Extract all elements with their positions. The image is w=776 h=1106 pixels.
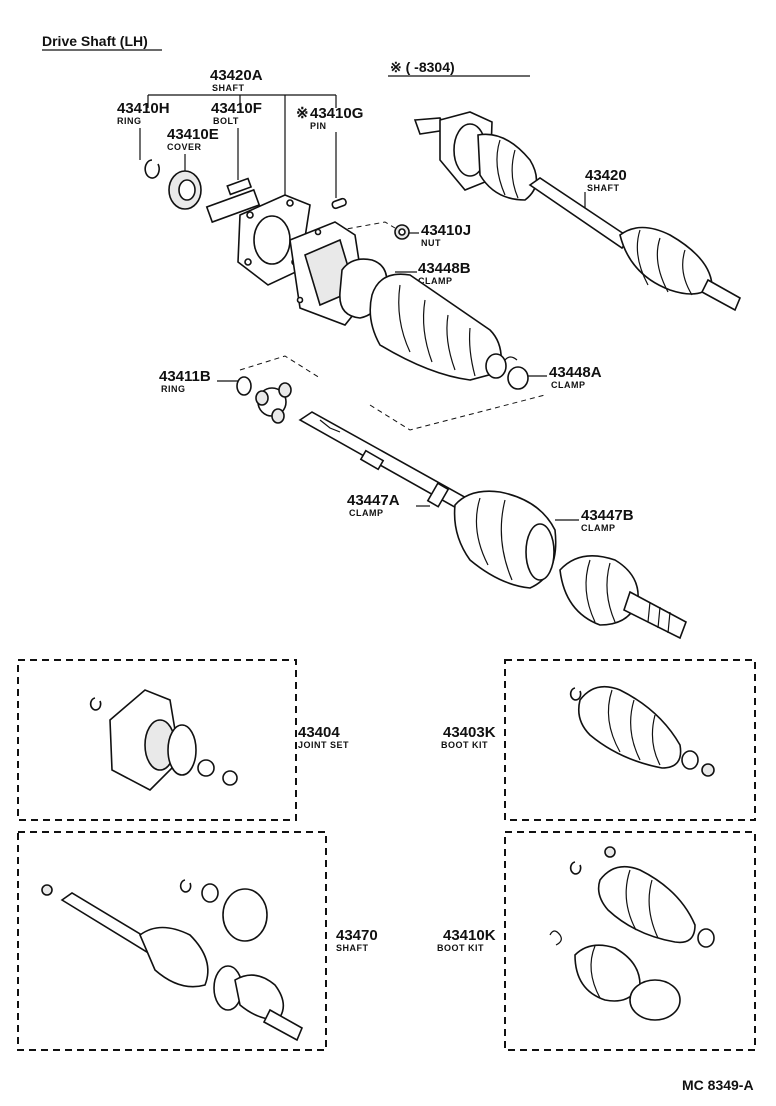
label-43410F: 43410F BOLT	[211, 100, 262, 126]
kit-43410K-parts	[549, 846, 715, 1021]
outer-boot-lower	[453, 490, 557, 589]
label-43410G: ※ 43410G PIN	[296, 105, 363, 131]
label-43447A: 43447A CLAMP	[347, 492, 400, 518]
svg-text:CLAMP: CLAMP	[551, 380, 586, 390]
svg-text:43403K: 43403K	[443, 724, 496, 741]
kit-box-43470	[17, 831, 327, 1051]
svg-text:JOINT SET: JOINT SET	[298, 740, 349, 750]
label-43447B: 43447B CLAMP	[581, 507, 634, 533]
svg-text:43410E: 43410E	[167, 126, 219, 143]
svg-text:43420A: 43420A	[210, 67, 263, 84]
svg-text:NUT: NUT	[421, 238, 441, 248]
svg-text:43448B: 43448B	[418, 260, 471, 277]
outer-cv-joint-lower	[559, 554, 687, 640]
label-43420: 43420 SHAFT	[585, 167, 627, 193]
kit-43403K-parts	[569, 685, 715, 777]
cover-43410E	[168, 170, 202, 210]
svg-text:PIN: PIN	[310, 121, 327, 131]
label-43404: 43404 JOINT SET	[298, 724, 349, 750]
svg-text:RING: RING	[117, 116, 142, 126]
svg-text:43410K: 43410K	[443, 927, 496, 944]
group-dashed-lines	[239, 221, 546, 431]
svg-text:BOLT: BOLT	[213, 116, 239, 126]
svg-text:CLAMP: CLAMP	[418, 276, 453, 286]
diagram-title: Drive Shaft (LH)	[42, 33, 148, 49]
svg-text:SHAFT: SHAFT	[336, 943, 369, 953]
kit-box-43410K	[504, 831, 756, 1051]
pin-43410G	[331, 197, 347, 210]
label-43403K: 43403K BOOT KIT	[441, 724, 496, 750]
shaft-assembly-43420	[413, 111, 742, 312]
label-43410J: 43410J NUT	[421, 222, 471, 248]
svg-text:RING: RING	[161, 384, 186, 394]
kit-box-43404	[17, 659, 297, 821]
svg-text:CLAMP: CLAMP	[349, 508, 384, 518]
nut-43410J	[394, 224, 410, 240]
label-43410H: 43410H RING	[117, 100, 170, 126]
label-43411B: 43411B RING	[159, 368, 211, 394]
label-43470: 43470 SHAFT	[336, 927, 378, 953]
svg-text:BOOT KIT: BOOT KIT	[441, 740, 488, 750]
svg-text:43448A: 43448A	[549, 364, 602, 381]
label-43448A: 43448A CLAMP	[549, 364, 602, 390]
svg-text:43470: 43470	[336, 927, 378, 944]
svg-text:※: ※	[296, 105, 309, 122]
svg-text:43410F: 43410F	[211, 100, 262, 117]
svg-text:BOOT KIT: BOOT KIT	[437, 943, 484, 953]
kit-43470-parts	[41, 879, 304, 1042]
svg-text:SHAFT: SHAFT	[587, 183, 620, 193]
svg-text:SHAFT: SHAFT	[212, 83, 245, 93]
footer-code: MC 8349-A	[682, 1077, 754, 1093]
svg-text:43410J: 43410J	[421, 222, 471, 239]
clamp-43448A	[504, 356, 529, 390]
svg-text:CLAMP: CLAMP	[581, 523, 616, 533]
svg-text:43404: 43404	[298, 724, 340, 741]
svg-text:43420: 43420	[585, 167, 627, 184]
label-43420A: 43420A SHAFT	[210, 67, 263, 93]
svg-text:43447A: 43447A	[347, 492, 400, 509]
svg-text:43447B: 43447B	[581, 507, 634, 524]
serial-note: ※ ( -8304)	[390, 59, 455, 75]
svg-text:COVER: COVER	[167, 142, 202, 152]
tripod-joint	[255, 382, 292, 424]
svg-text:43410H: 43410H	[117, 100, 170, 117]
snap-ring-43410H	[144, 159, 160, 179]
inner-boot	[369, 273, 507, 381]
label-43410E: 43410E COVER	[167, 126, 219, 152]
bolt-43410F	[226, 177, 253, 196]
svg-text:43411B: 43411B	[159, 368, 211, 385]
kit-box-43403K	[504, 659, 756, 821]
ring-43411B	[236, 376, 252, 396]
svg-text:43410G: 43410G	[310, 105, 363, 122]
main-shaft	[298, 411, 472, 511]
label-43410K: 43410K BOOT KIT	[437, 927, 496, 953]
kit-43404-parts	[89, 689, 238, 791]
label-43448B: 43448B CLAMP	[418, 260, 471, 286]
